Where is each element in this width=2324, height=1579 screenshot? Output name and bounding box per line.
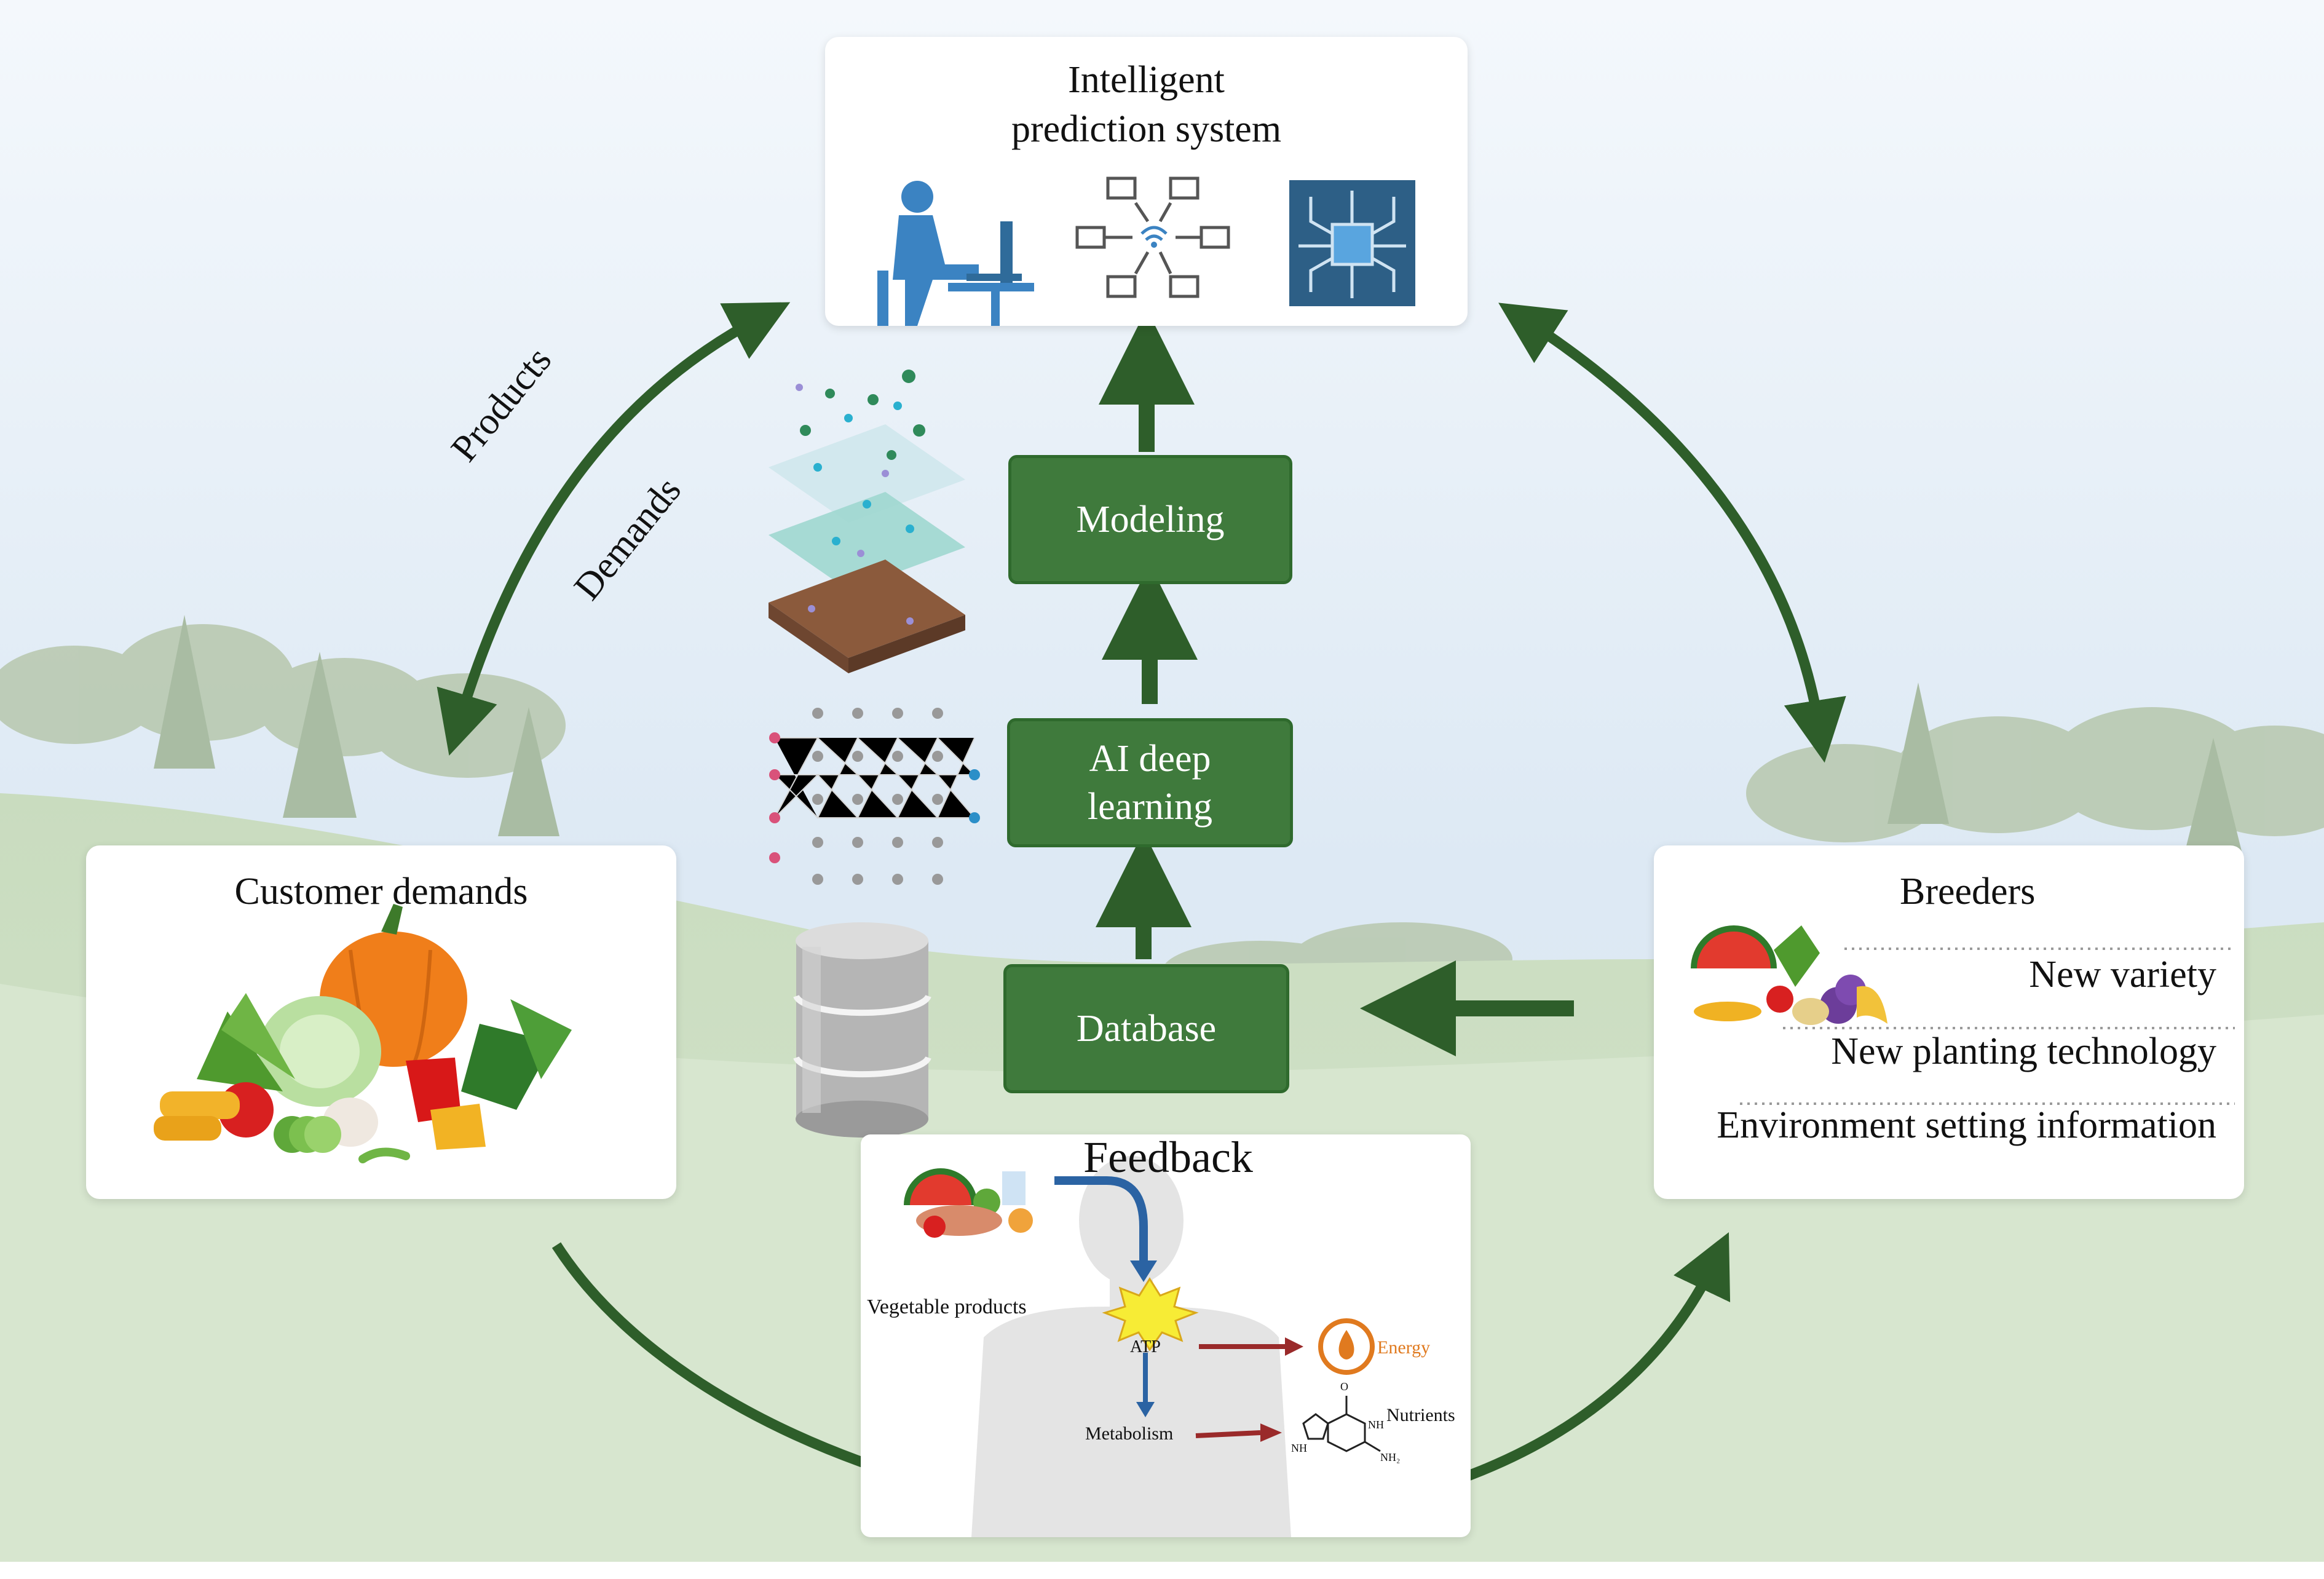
nh-label-2: NH	[1291, 1442, 1307, 1454]
prediction-title-line1: Intelligent	[1068, 59, 1225, 101]
feedback-card: Feedback Vegetable products ATP Energy M…	[861, 1133, 1471, 1537]
energy-label: Energy	[1377, 1337, 1431, 1358]
vegetable-basket-icon	[154, 904, 572, 1163]
breeders-decor	[1691, 925, 2235, 1105]
database-cylinder-icon	[793, 922, 931, 1138]
breeder-item-new-variety: New variety	[2029, 954, 2216, 995]
ai-deep-learning-box: AI deep learning	[1007, 718, 1293, 847]
digestion-flow-arrow	[1054, 1176, 1148, 1264]
database-label: Database	[1076, 1008, 1217, 1050]
nutrients-label: Nutrients	[1386, 1405, 1455, 1425]
metabolism-label: Metabolism	[1085, 1423, 1174, 1444]
prediction-icons	[877, 176, 1415, 326]
prediction-breeders-arrow	[1498, 303, 1846, 763]
network-icon	[1075, 176, 1230, 298]
customer-demands-card: Customer demands	[86, 845, 676, 1199]
nucleotide-structure-icon	[1302, 1396, 1381, 1452]
ai-label-line1: AI deep	[1089, 738, 1211, 780]
database-box: Database	[1003, 964, 1289, 1093]
products-demands-arrow	[437, 302, 791, 756]
breeder-item-planting-technology: New planting technology	[1831, 1031, 2216, 1072]
atp-label: ATP	[1130, 1337, 1161, 1356]
oxygen-atom-label: O	[1340, 1380, 1348, 1393]
modeling-box: Modeling	[1008, 455, 1292, 584]
feedback-title: Feedback	[1083, 1133, 1253, 1182]
neural-network-icon	[769, 708, 980, 885]
vegetable-products-label: Vegetable products	[867, 1296, 1027, 1318]
breeders-card: Breeders New variety New planting techno…	[1654, 845, 2244, 1199]
atp-burst-icon	[1102, 1277, 1199, 1351]
feedback-illustration	[904, 1156, 1381, 1537]
fruit-basket-icon	[1691, 925, 1887, 1025]
layered-data-icon	[769, 370, 965, 673]
person-computer-icon	[877, 181, 1034, 326]
energy-flame-icon	[1318, 1318, 1375, 1375]
nh-label-1: NH	[1368, 1419, 1384, 1431]
metabolism-to-nutrients-arrow	[1195, 1430, 1261, 1438]
breeders-title: Breeders	[1900, 871, 2036, 912]
modeling-label: Modeling	[1076, 499, 1225, 540]
customer-demands-title: Customer demands	[234, 871, 528, 912]
chip-icon	[1289, 180, 1415, 306]
nh2-label: NH₂	[1380, 1451, 1401, 1463]
prediction-title-line2: prediction system	[1011, 108, 1282, 150]
prediction-system-card: Intelligent prediction system	[825, 37, 1468, 326]
breeder-item-environment-info: Environment setting information	[1717, 1104, 2216, 1146]
food-plate-icon	[904, 1168, 1033, 1238]
ai-label-line2: learning	[1087, 786, 1213, 828]
